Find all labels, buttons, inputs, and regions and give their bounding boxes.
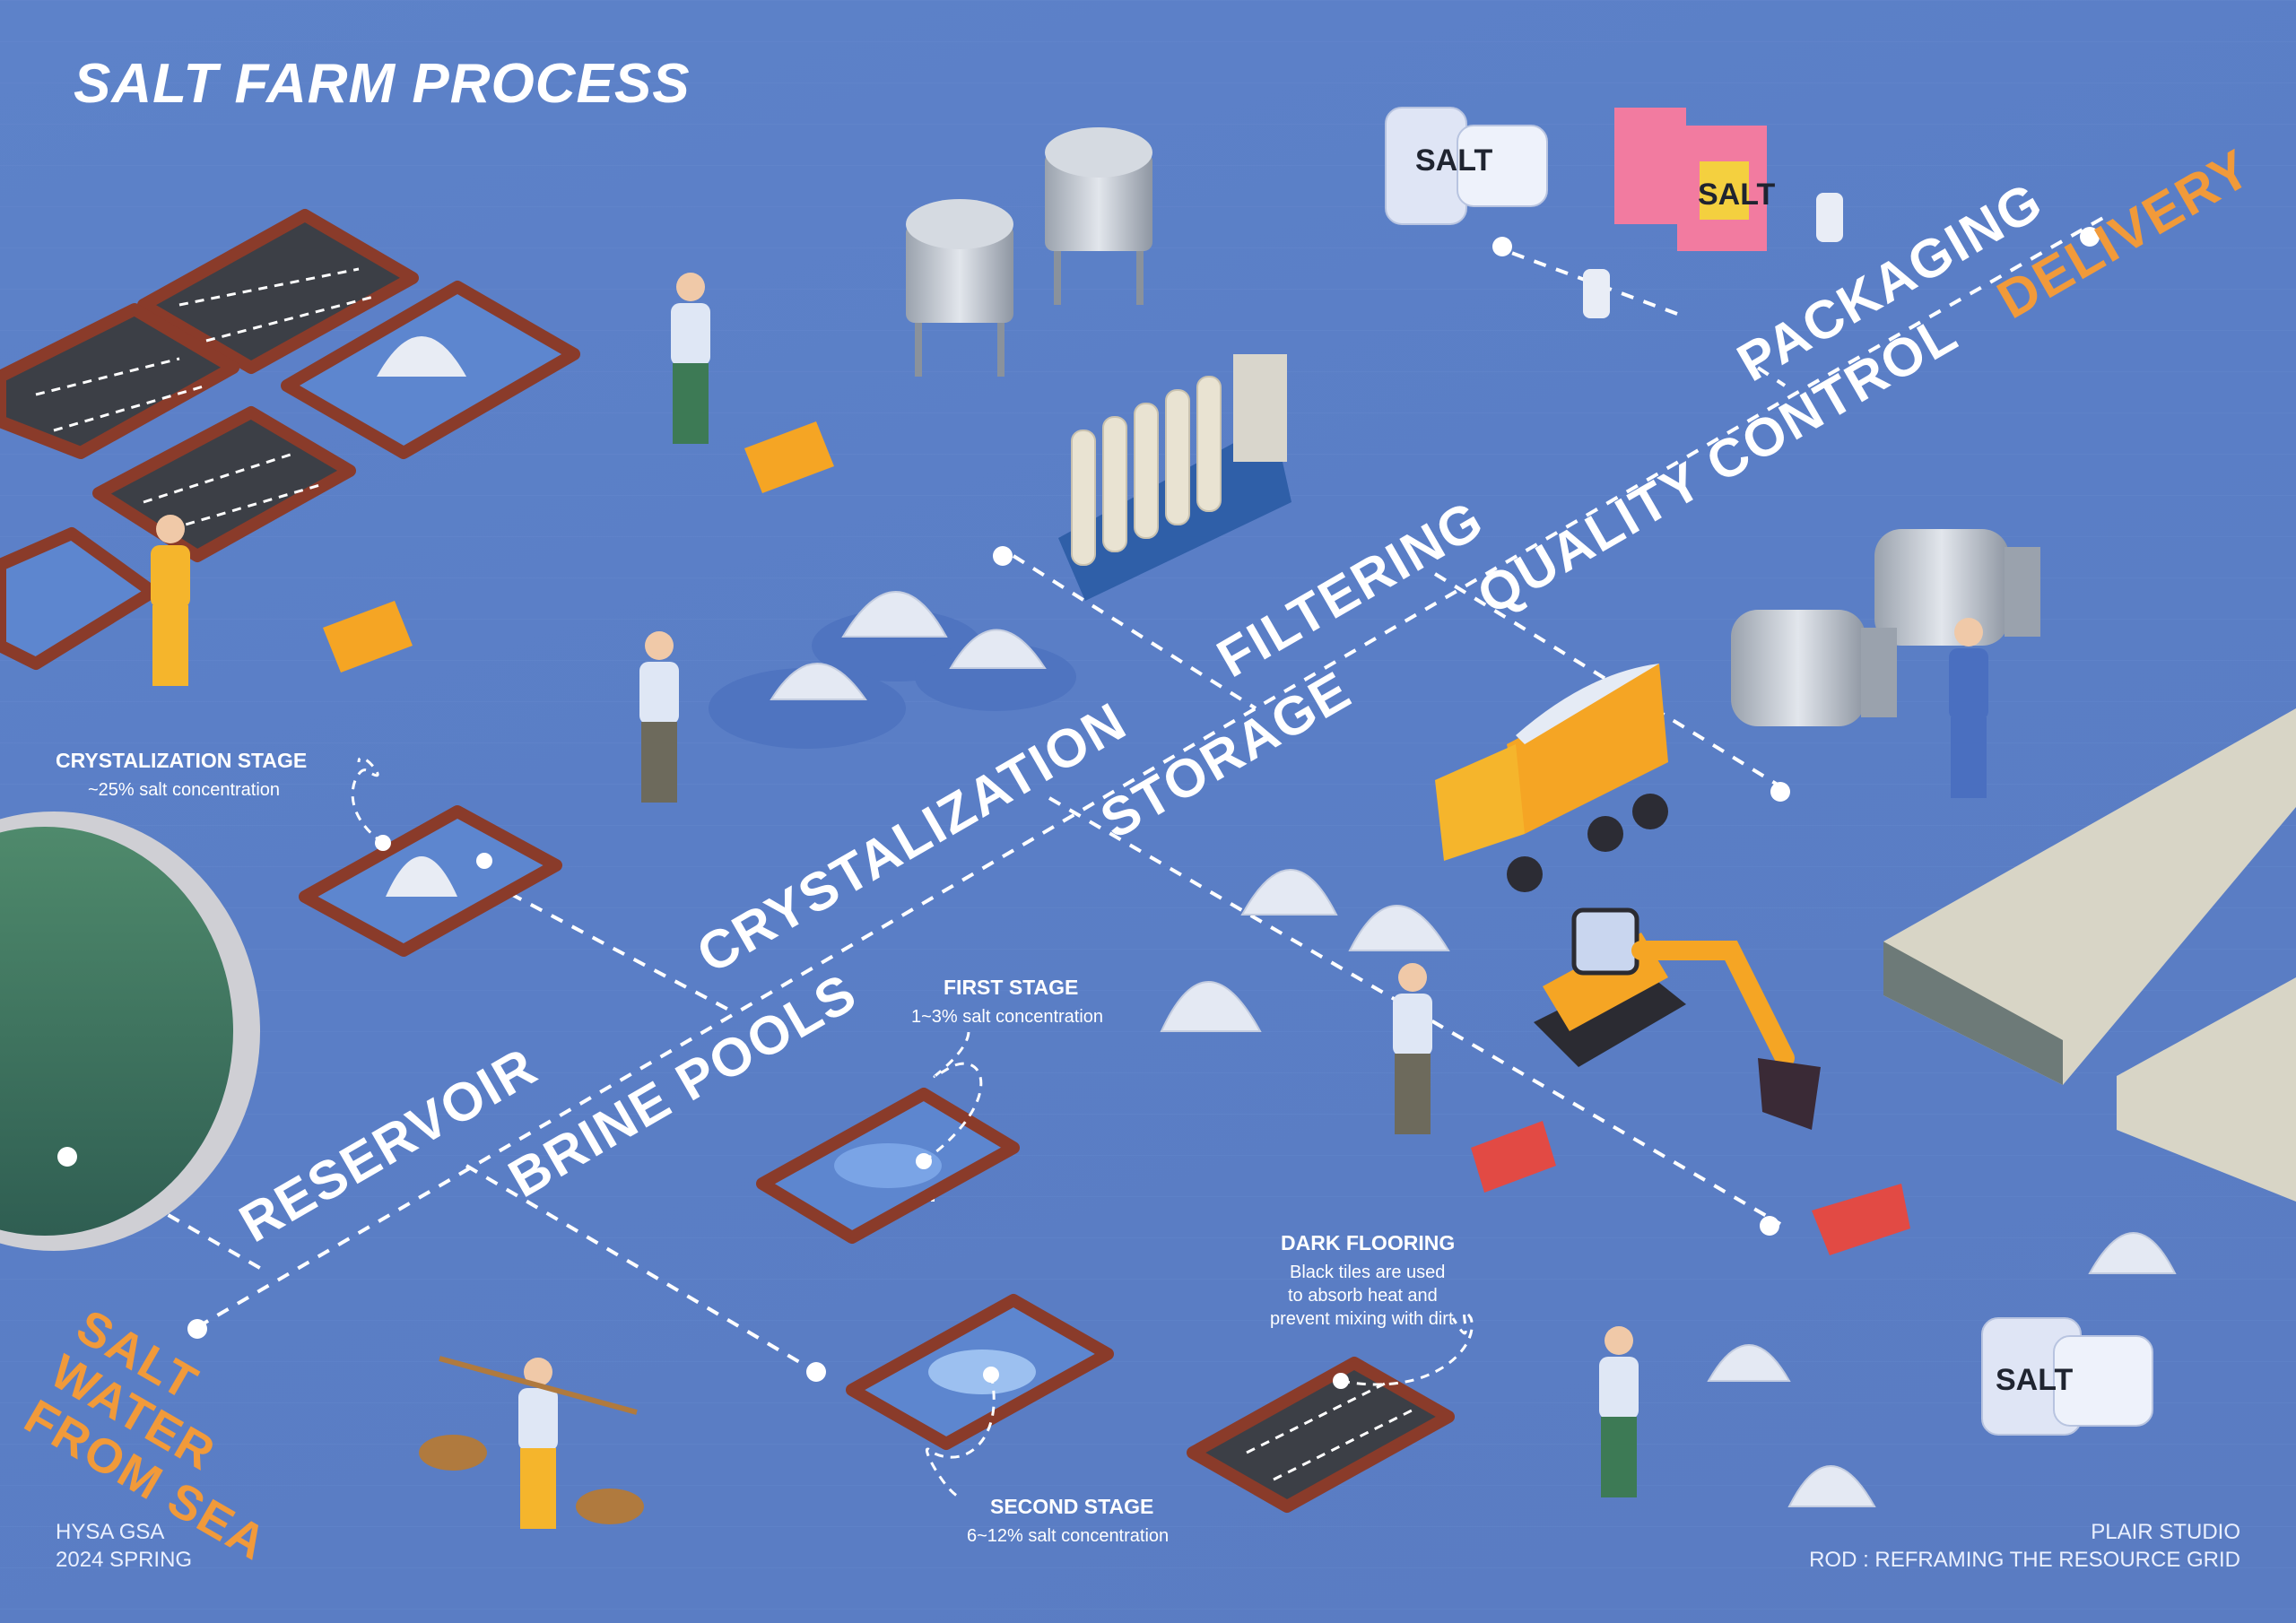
worker-quality-control bbox=[1949, 618, 1988, 798]
annotation-second-stage-title: SECOND STAGE bbox=[990, 1495, 1154, 1518]
annotation-dark-flooring-line2: to absorb heat and bbox=[1288, 1286, 1438, 1306]
worker-rake-bottom bbox=[1599, 1326, 1639, 1497]
salt-packages bbox=[1385, 107, 2153, 1436]
annotation-dark-flooring-line3: prevent mixing with dirt bbox=[1270, 1309, 1454, 1329]
dump-truck bbox=[1435, 664, 1668, 892]
reservoir-pond bbox=[0, 812, 260, 1251]
worker-rake-top bbox=[151, 515, 190, 686]
salt-piles-storage bbox=[1160, 869, 2177, 1507]
annotation-first-stage-title: FIRST STAGE bbox=[944, 976, 1079, 999]
annotation-crystalization-sub: ~25% salt concentration bbox=[88, 780, 281, 800]
dark-flooring-bed bbox=[1187, 1357, 1455, 1513]
box-label: SALT bbox=[1698, 178, 1775, 212]
crystallization-beds bbox=[0, 209, 580, 670]
annotation-crystalization-title: CRYSTALIZATION STAGE bbox=[56, 749, 308, 772]
workers bbox=[151, 273, 1988, 1529]
storage-tanks bbox=[906, 127, 1152, 377]
brine-pool-first-stage bbox=[756, 1088, 1020, 1244]
footer-right: PLAIR STUDIO ROD : REFRAMING THE RESOURC… bbox=[1809, 1518, 2240, 1574]
footer-left: HYSA GSA 2024 SPRING bbox=[56, 1518, 192, 1574]
annotation-leaders bbox=[351, 756, 1474, 1499]
worker-wheelbarrow-top bbox=[671, 273, 710, 444]
filtering-machine bbox=[1058, 354, 1292, 601]
annotation-dark-flooring-line1: Black tiles are used bbox=[1290, 1263, 1446, 1282]
excavator bbox=[1534, 907, 1821, 1130]
quality-control-mixers bbox=[1731, 529, 2040, 726]
footer-left-line1: HYSA GSA bbox=[56, 1520, 165, 1544]
bag-label-2: SALT bbox=[1996, 1363, 2073, 1397]
brine-pool-second-stage bbox=[846, 1294, 1114, 1450]
worker-wheelbarrow-right bbox=[1393, 963, 1432, 1134]
crystallization-pool bbox=[299, 805, 562, 957]
bag-label-1: SALT bbox=[1415, 143, 1492, 178]
footer-right-line1: PLAIR STUDIO bbox=[2091, 1520, 2240, 1544]
annotation-dark-flooring-title: DARK FLOORING bbox=[1281, 1231, 1456, 1254]
annotation-first-stage-sub: 1~3% salt concentration bbox=[911, 1007, 1104, 1027]
footer-right-line2: ROD : REFRAMING THE RESOURCE GRID bbox=[1809, 1548, 2240, 1572]
wheelbarrows bbox=[323, 421, 1910, 1255]
page-title: SALT FARM PROCESS bbox=[74, 53, 691, 115]
annotation-second-stage-sub: 6~12% salt concentration bbox=[967, 1526, 1170, 1546]
warehouse-buildings bbox=[1883, 708, 2296, 1202]
worker-rake-center bbox=[639, 631, 679, 803]
worker-carrying-baskets bbox=[419, 1356, 644, 1529]
footer-left-line2: 2024 SPRING bbox=[56, 1548, 193, 1572]
salt-piles-center bbox=[709, 591, 1076, 749]
